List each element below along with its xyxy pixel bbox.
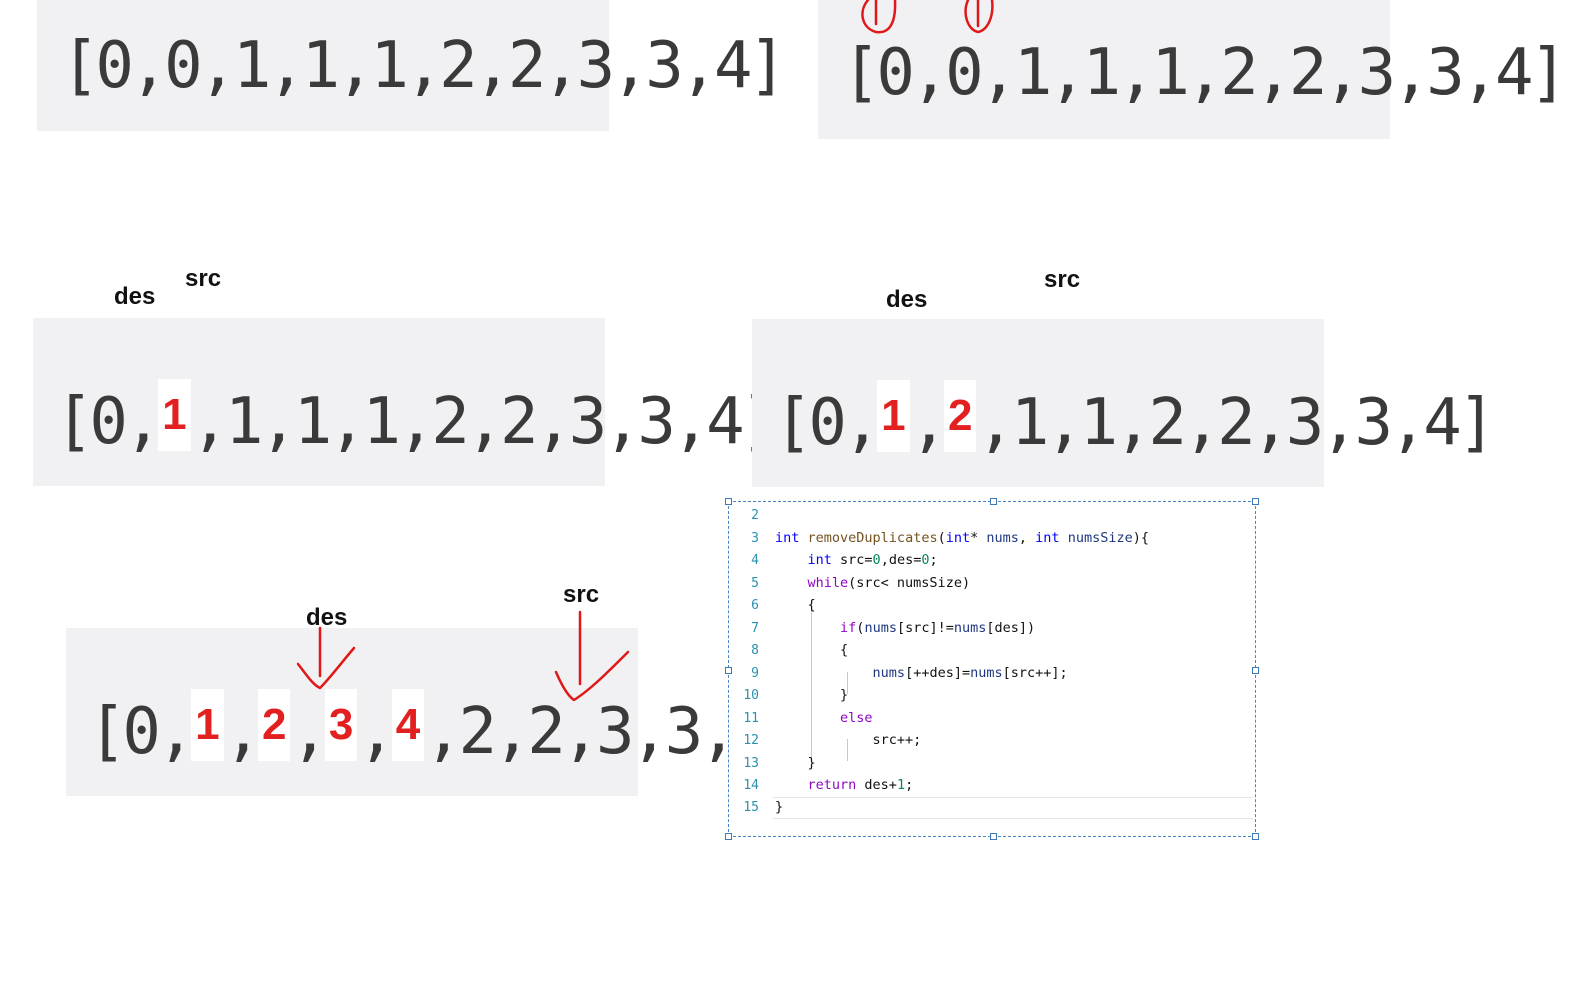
highlight-value: 4 <box>391 689 425 762</box>
line-number: 6 <box>751 598 759 613</box>
indent-guide <box>847 739 848 761</box>
code-line-10[interactable]: } <box>840 687 849 703</box>
code-editor[interactable]: 2 3 4 5 6 7 8 9 10 11 12 13 14 15 int re… <box>725 498 1259 840</box>
code-line-13[interactable]: } <box>807 755 816 771</box>
array-open: [0, <box>774 386 881 460</box>
array-sep: , <box>909 386 949 460</box>
line-number: 9 <box>751 666 759 681</box>
array-sep: , <box>290 695 329 769</box>
current-line-highlight <box>773 797 1253 819</box>
resize-handle-tl[interactable] <box>725 498 732 505</box>
code-line-9[interactable]: nums[++des]=nums[src++]; <box>872 665 1068 681</box>
line-number: 5 <box>751 576 759 591</box>
highlight-value: 1 <box>877 380 910 453</box>
line-number: 8 <box>751 643 759 658</box>
array-rest: ,1,1,1,2,2,3,3,4] <box>190 385 779 459</box>
array-panel-3: [0,1,1,1,1,2,2,3,3,4] <box>33 318 779 486</box>
des-label-3: des <box>102 281 168 313</box>
resize-handle-bm[interactable] <box>990 833 997 840</box>
line-number: 11 <box>743 711 759 726</box>
array-text-4: [0,1,2,1,1,2,2,3,3,4] <box>774 380 1496 455</box>
code-line-14[interactable]: return des+1; <box>807 777 914 793</box>
code-line-11[interactable]: else <box>840 710 873 726</box>
highlight-value: 2 <box>257 689 291 762</box>
array-text-1: [0,0,1,1,1,2,2,3,3,4] <box>61 29 787 103</box>
line-number: 2 <box>751 508 759 523</box>
line-number: 3 <box>751 531 759 546</box>
indent-guide <box>811 605 812 763</box>
array-text-5: [0,1,2,3,4,2,2,3,3,4] <box>88 689 806 764</box>
code-line-6[interactable]: { <box>807 597 816 613</box>
code-line-7[interactable]: if(nums[src]!=nums[des]) <box>840 620 1036 636</box>
highlight-value: 3 <box>324 689 358 762</box>
array-panel-2: [0,0,1,1,1,2,2,3,3,4] <box>818 0 1568 139</box>
line-number: 7 <box>751 621 759 636</box>
code-line-4[interactable]: int src=0,des=0; <box>807 552 938 568</box>
code-line-3[interactable]: int removeDuplicates(int* nums, int nums… <box>775 530 1149 546</box>
src-label-5: src <box>563 581 600 608</box>
src-label-4: src <box>1044 266 1081 293</box>
code-line-5[interactable]: while(src< numsSize) <box>807 575 971 591</box>
array-sep: , <box>223 695 263 769</box>
line-number: 4 <box>751 553 759 568</box>
indent-guide <box>847 672 848 694</box>
line-number: 13 <box>743 756 759 771</box>
highlight-value: 1 <box>191 689 224 762</box>
highlight-value: 2 <box>943 380 977 453</box>
array-panel-5: [0,1,2,3,4,2,2,3,3,4] <box>66 628 806 796</box>
array-open: [0, <box>88 695 195 769</box>
code-line-8[interactable]: { <box>840 642 849 658</box>
des-label-4: des <box>874 284 940 316</box>
array-text-3: [0,1,1,1,1,2,2,3,3,4] <box>55 379 779 454</box>
line-number: 12 <box>743 733 759 748</box>
resize-handle-ml[interactable] <box>725 667 732 674</box>
array-sep: , <box>357 695 396 769</box>
resize-handle-tm[interactable] <box>990 498 997 505</box>
code-line-15[interactable]: } <box>775 799 784 815</box>
resize-handle-mr[interactable] <box>1252 667 1259 674</box>
resize-handle-tr[interactable] <box>1252 498 1259 505</box>
array-text-2: [0,0,1,1,1,2,2,3,3,4] <box>842 36 1568 110</box>
array-open: [0, <box>55 385 162 459</box>
resize-handle-bl[interactable] <box>725 833 732 840</box>
code-line-12[interactable]: src++; <box>872 732 922 748</box>
array-panel-1: [0,0,1,1,1,2,2,3,3,4] <box>37 0 787 131</box>
highlight-value: 1 <box>158 379 191 452</box>
resize-handle-br[interactable] <box>1252 833 1259 840</box>
line-number: 14 <box>743 778 759 793</box>
line-number: 10 <box>743 688 759 703</box>
array-rest: ,1,1,2,2,3,3,4] <box>976 386 1496 460</box>
line-number: 15 <box>743 800 759 815</box>
src-label-3: src <box>185 265 222 292</box>
array-panel-4: [0,1,2,1,1,2,2,3,3,4] <box>752 319 1496 487</box>
